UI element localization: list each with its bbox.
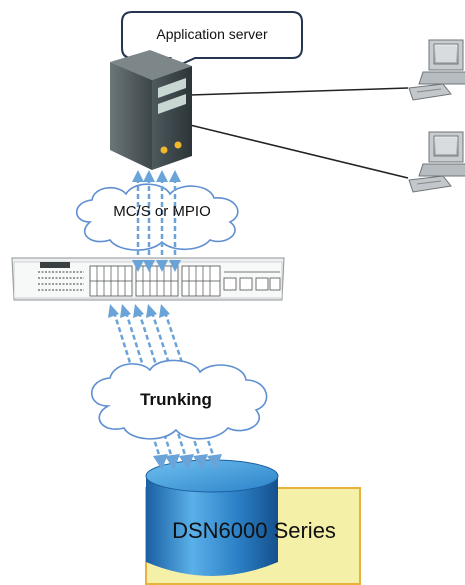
switch-icon [11,257,285,301]
arrowheads-storage [153,454,222,470]
trunking-label: Trunking [140,390,212,409]
workstation-icon [408,131,465,193]
callout-text: Application server [156,26,268,42]
server-to-pc2-link [189,124,409,179]
mpio-label: MC/S or MPIO [113,203,211,220]
workstation-icon [408,39,465,101]
server-to-pc1-link [189,87,409,96]
callout-bubble: Application server [121,11,303,77]
arrowheads-down [132,260,181,272]
cloud-icon [75,183,239,251]
storage-cylinder-icon [145,459,279,576]
storage-label: DSN6000 Series [172,518,336,543]
cloud-icon [91,359,268,440]
server-icon [110,50,192,170]
arrowheads-top-switch [108,304,170,318]
server-switch-links [136,178,177,268]
arrowheads-up [132,170,181,182]
